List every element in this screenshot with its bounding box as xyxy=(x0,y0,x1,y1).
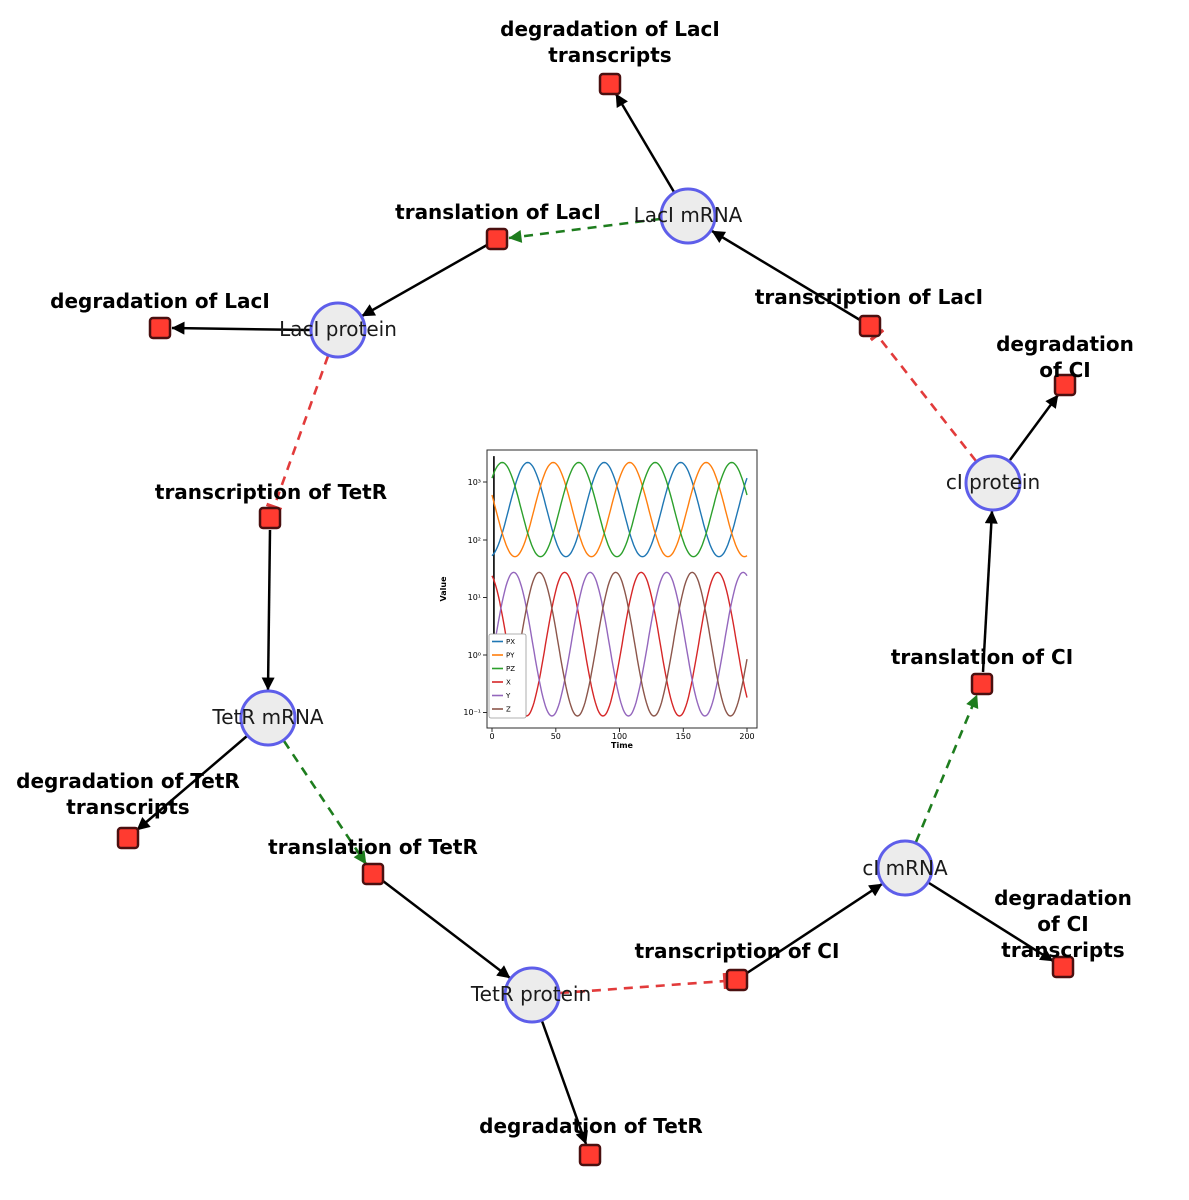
edge-tetr-mrna-to-deg-tetr-transcripts xyxy=(136,735,248,831)
reaction-label-deg-ci: degradation of CI xyxy=(996,332,1134,382)
reaction-label-deg-tetr-transcripts: degradation of TetR transcripts xyxy=(16,769,240,819)
reaction-label-deg-laci-transcripts: degradation of LacI transcripts xyxy=(500,17,720,67)
legend-entry-z: Z xyxy=(492,706,511,714)
species-node-tetr-protein xyxy=(503,966,561,1024)
reaction-label-transcription-ci: transcription of CI xyxy=(634,939,840,963)
species-label-laci-protein: LacI protein xyxy=(279,317,397,341)
series-Y xyxy=(491,571,748,717)
legend-entry-pz: PZ xyxy=(492,665,515,673)
reaction-label-translation-ci: translation of CI xyxy=(890,645,1074,669)
reaction-nodes xyxy=(116,72,1077,1167)
x-tick-100: 100 xyxy=(612,732,627,741)
edge-transcription-laci-to-laci-mrna xyxy=(711,229,861,322)
x-tick-150: 150 xyxy=(676,732,691,741)
species-node-laci-mrna xyxy=(659,187,717,245)
reaction-label-translation-tetr: translation of TetR xyxy=(268,835,478,859)
legend-entry-x: X xyxy=(492,679,511,687)
species-label-ci-mrna: cI mRNA xyxy=(862,856,948,880)
y-tick-1e3: 10³ xyxy=(468,478,481,487)
reaction-label-deg-laci: degradation of LacI xyxy=(50,289,270,313)
species-label-ci-protein: cI protein xyxy=(945,470,1041,494)
species-node-ci-mrna xyxy=(876,839,934,897)
species-label-laci-mrna: LacI mRNA xyxy=(633,203,743,227)
reaction-label-translation-laci: translation of LacI xyxy=(395,200,601,224)
svg-text:PY: PY xyxy=(506,652,515,660)
y-tick-1e2: 10² xyxy=(468,536,481,545)
edge-ci-protein-to-deg-ci xyxy=(1008,394,1060,461)
edge-laci-mrna-to-deg-laci-transcripts xyxy=(614,93,676,193)
chart-axes-box xyxy=(486,449,758,729)
y-tick-1e0: 10⁰ xyxy=(468,651,481,660)
chart-y-ticks: 10³ 10² 10¹ 10⁰ 10⁻¹ xyxy=(463,478,487,717)
reaction-label-deg-ci-transcripts: degradation of CI transcripts xyxy=(994,886,1132,962)
species-node-laci-protein xyxy=(309,301,367,359)
reaction-node-translation-tetr xyxy=(361,862,385,886)
reaction-node-transcription-tetr xyxy=(258,506,282,530)
reaction-node-deg-tetr xyxy=(578,1143,602,1167)
species-node-tetr-mrna xyxy=(239,689,297,747)
edge-translation-tetr-to-tetr-protein xyxy=(382,880,511,979)
edge-laci-protein-inhibits-transcription-tetr xyxy=(265,355,330,512)
x-tick-200: 200 xyxy=(739,732,754,741)
x-tick-50: 50 xyxy=(551,732,561,741)
reaction-node-deg-tetr-transcripts xyxy=(116,826,140,850)
series-PX xyxy=(491,461,748,558)
svg-text:Z: Z xyxy=(506,706,511,714)
series-PY xyxy=(491,461,748,558)
x-axis-label: Time xyxy=(611,741,634,750)
chart-legend: PX PY PZ X Y xyxy=(488,633,527,719)
series-X xyxy=(491,571,748,717)
inset-chart: 0 50 100 150 200 10³ 10² 10¹ 10⁰ 10⁻¹ Ti… xyxy=(432,438,777,750)
legend-entry-y: Y xyxy=(492,692,511,700)
legend-entry-px: PX xyxy=(492,638,515,646)
species-nodes xyxy=(239,187,1022,1024)
reaction-node-deg-laci-transcripts xyxy=(598,72,622,96)
reaction-node-deg-ci xyxy=(1053,373,1077,397)
y-tick-1e-1: 10⁻¹ xyxy=(463,708,481,717)
reaction-node-transcription-ci xyxy=(725,968,749,992)
svg-text:PZ: PZ xyxy=(506,665,515,673)
edge-ci-mrna-activates-translation-ci xyxy=(914,694,979,843)
svg-text:PX: PX xyxy=(506,638,515,646)
edge-ci-protein-inhibits-transcription-laci xyxy=(869,328,978,462)
x-tick-0: 0 xyxy=(489,732,494,741)
series-PZ xyxy=(491,461,748,558)
species-node-ci-protein xyxy=(964,454,1022,512)
edge-tetr-protein-to-deg-tetr xyxy=(540,1020,588,1145)
inset-plot-svg: 0 50 100 150 200 10³ 10² 10¹ 10⁰ 10⁻¹ Ti… xyxy=(439,449,758,750)
edge-laci-protein-to-deg-laci xyxy=(171,321,311,335)
edge-translation-laci-to-laci-protein xyxy=(361,243,488,318)
reaction-label-transcription-tetr: transcription of TetR xyxy=(154,480,388,504)
reaction-node-deg-ci-transcripts xyxy=(1051,955,1075,979)
species-label-tetr-protein: TetR protein xyxy=(470,982,592,1006)
legend-entry-py: PY xyxy=(492,652,515,660)
edge-transcription-tetr-to-tetr-mrna xyxy=(261,529,275,691)
edge-ci-mrna-to-deg-ci-transcripts xyxy=(928,881,1054,963)
edge-tetr-mrna-activates-translation-tetr xyxy=(282,740,368,865)
edges xyxy=(136,93,1060,1145)
reaction-node-deg-laci xyxy=(148,316,172,340)
reaction-node-translation-laci xyxy=(485,227,509,251)
chart-x-ticks: 0 50 100 150 200 xyxy=(489,728,755,741)
y-tick-1e1: 10¹ xyxy=(468,593,481,602)
reaction-label-transcription-laci: transcription of LacI xyxy=(754,285,984,309)
edge-tetr-protein-inhibits-transcription-ci xyxy=(559,972,728,995)
species-label-tetr-mrna: TetR mRNA xyxy=(212,705,324,729)
svg-text:Y: Y xyxy=(505,692,511,700)
reaction-node-translation-ci xyxy=(970,672,994,696)
svg-text:X: X xyxy=(506,679,511,687)
y-axis-label: Value xyxy=(439,576,448,602)
edge-translation-ci-to-ci-protein xyxy=(981,510,998,673)
series-Z xyxy=(491,571,748,717)
chart-series-group xyxy=(491,456,748,717)
reaction-node-transcription-laci xyxy=(858,314,882,338)
reaction-label-deg-tetr: degradation of TetR xyxy=(479,1114,703,1138)
edge-transcription-ci-to-ci-mrna xyxy=(746,882,883,975)
